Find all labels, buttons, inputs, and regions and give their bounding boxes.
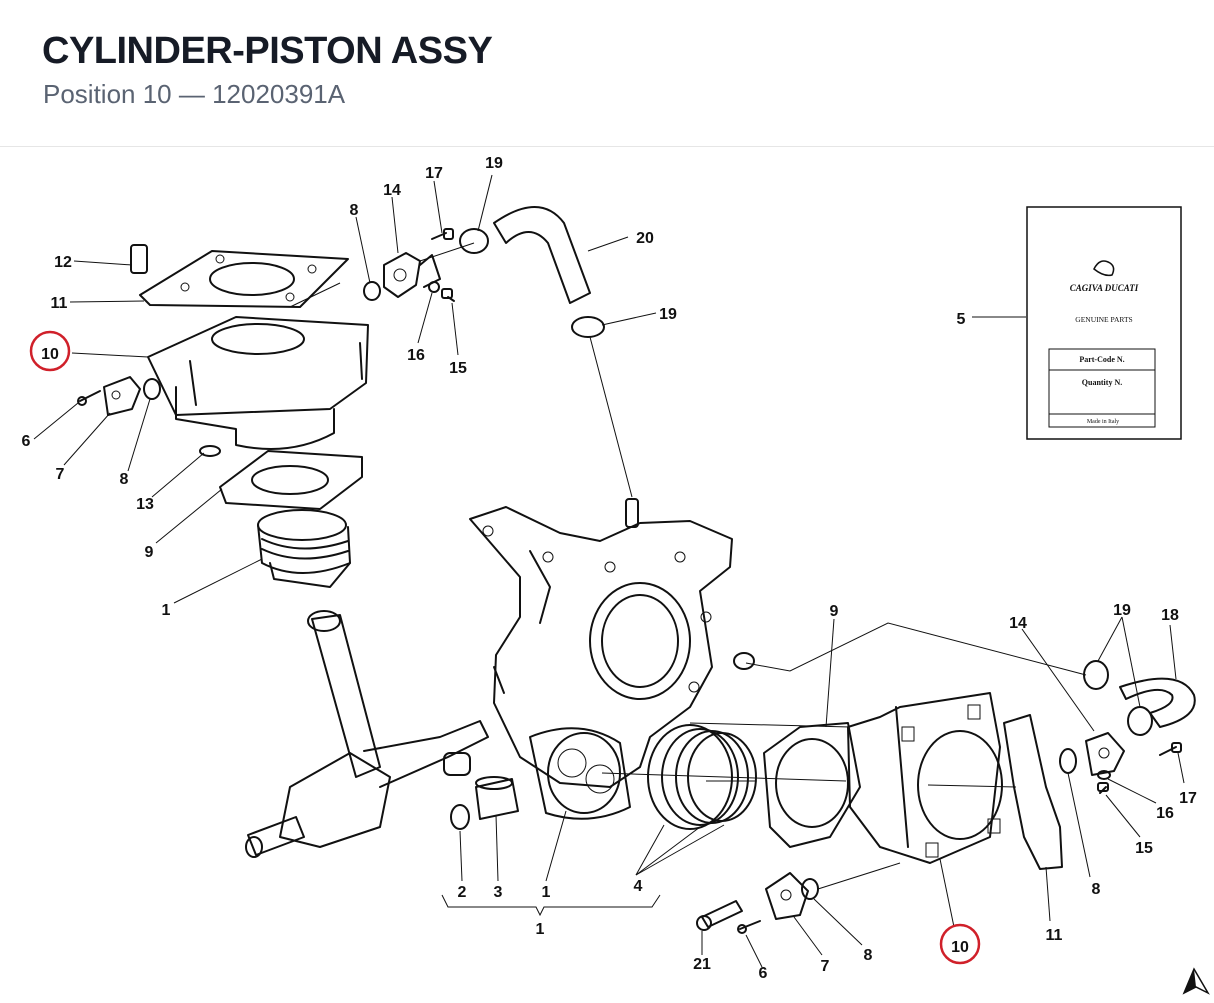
label-7-lower[interactable]: 7 (821, 958, 830, 975)
label-18[interactable]: 18 (1161, 607, 1179, 624)
upper-cylinder-group (77, 206, 633, 588)
label-8-lower[interactable]: 8 (864, 947, 873, 964)
label-9[interactable]: 9 (145, 544, 154, 561)
north-arrow-icon (1182, 967, 1210, 995)
page-title: CYLINDER-PISTON ASSY (42, 30, 493, 72)
label-20[interactable]: 20 (636, 230, 654, 247)
header: CYLINDER-PISTON ASSY Position 10 — 12020… (0, 0, 1214, 147)
label-14[interactable]: 14 (383, 182, 401, 199)
label-19-lower[interactable]: 19 (659, 306, 677, 323)
label-19-top[interactable]: 19 (485, 155, 503, 172)
label-17-lower[interactable]: 17 (1179, 790, 1197, 807)
leader-lines-lower (441, 616, 1185, 968)
label-15[interactable]: 15 (449, 360, 467, 377)
label-13[interactable]: 13 (136, 496, 154, 513)
label-11[interactable]: 11 (51, 295, 68, 312)
label-5[interactable]: 5 (957, 311, 966, 328)
label-6-lower[interactable]: 6 (759, 965, 768, 982)
label-9-lower[interactable]: 9 (830, 603, 839, 620)
page-subtitle: Position 10 — 12020391A (43, 79, 346, 109)
label-16[interactable]: 16 (407, 347, 425, 364)
label-7[interactable]: 7 (56, 466, 65, 483)
label-3[interactable]: 3 (494, 884, 503, 901)
label-1-group[interactable]: 1 (536, 921, 545, 938)
label-10-lower-highlighted[interactable]: 10 (951, 939, 969, 956)
doc-brand: CAGIVA DUCATI (1070, 283, 1139, 293)
label-1-piston[interactable]: 1 (542, 884, 551, 901)
lower-cylinder-group (450, 622, 1196, 934)
label-2[interactable]: 2 (458, 884, 467, 901)
label-14-lower[interactable]: 14 (1009, 615, 1027, 632)
doc-genuine: GENUINE PARTS (1075, 315, 1132, 324)
label-17[interactable]: 17 (425, 165, 443, 182)
crankshaft (245, 610, 489, 858)
label-15-lower[interactable]: 15 (1135, 840, 1153, 857)
ducati-logo-icon (1093, 260, 1115, 277)
label-21[interactable]: 21 (693, 956, 711, 973)
genuine-parts-document: CAGIVA DUCATI GENUINE PARTS Part-Code N.… (1026, 206, 1182, 440)
exploded-parts-diagram: CAGIVA DUCATI GENUINE PARTS Part-Code N.… (22, 155, 1210, 995)
label-6[interactable]: 6 (22, 433, 31, 450)
label-10-highlighted[interactable]: 10 (41, 346, 59, 363)
leader-lines (33, 174, 1026, 604)
label-8-top[interactable]: 8 (350, 202, 359, 219)
label-4[interactable]: 4 (634, 878, 643, 895)
label-8[interactable]: 8 (120, 471, 129, 488)
doc-quantity: Quantity N. (1082, 378, 1122, 387)
label-11-lower[interactable]: 11 (1046, 927, 1063, 944)
label-12[interactable]: 12 (54, 254, 72, 271)
crankcase (469, 498, 755, 788)
label-19-right[interactable]: 19 (1113, 602, 1131, 619)
doc-made-in: Made in Italy (1087, 419, 1119, 425)
highlight-ring-upper (29, 330, 71, 372)
label-16-lower[interactable]: 16 (1156, 805, 1174, 822)
doc-part-code: Part-Code N. (1079, 355, 1124, 364)
label-1[interactable]: 1 (162, 602, 171, 619)
label-8-lower-right[interactable]: 8 (1092, 881, 1101, 898)
highlight-ring-lower (939, 923, 981, 965)
